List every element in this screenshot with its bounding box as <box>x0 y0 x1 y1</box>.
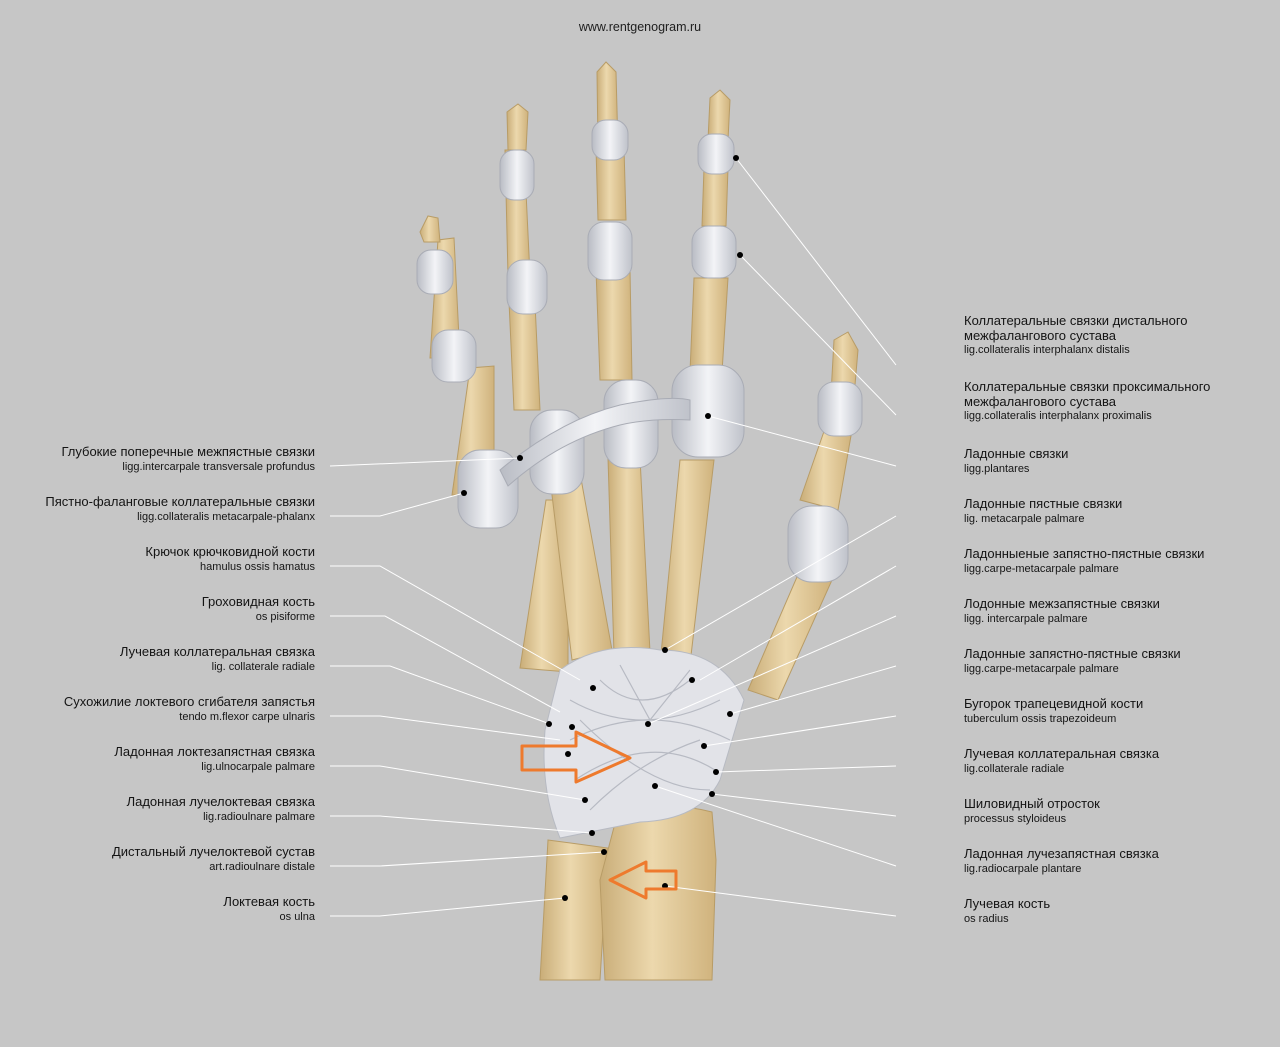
label-ru: Лучевая коллатеральная связка <box>119 644 315 659</box>
label-lat: hamulus ossis hamatus <box>200 560 315 573</box>
label-os-ulna: Локтевая кость os ulna <box>0 894 315 923</box>
label-lat: lig.collaterale radiale <box>964 762 1065 775</box>
label-ru: Ладонная лучелоктевая связка <box>126 794 315 809</box>
label-ru: Ладонная лучезапястная связка <box>964 846 1159 861</box>
label-lat: ligg.plantares <box>964 462 1030 475</box>
label-flexor-carpi-ulnaris-tendon: Сухожилие локтевого сгибателя запястья t… <box>0 694 315 723</box>
label-ru: Шиловидный отросток <box>964 796 1100 811</box>
label-palmar-ligaments: Ладонные связки ligg.plantares <box>964 446 1264 475</box>
label-lat: os radius <box>964 912 1009 925</box>
label-lat: ligg.intercarpale transversale profundus <box>122 460 315 473</box>
label-trapezoid-tubercle: Бугорок трапецевидной кости tuberculum o… <box>964 696 1264 725</box>
label-proximal-interphalangeal-collateral-ligaments: Коллатеральные связки проксимального меж… <box>964 379 1264 423</box>
ulna-bone <box>539 839 609 981</box>
label-ru: Глубокие поперечные межпястные связки <box>61 444 315 459</box>
label-lat: art.radioulnare distale <box>209 860 315 873</box>
left-pointing-arrow <box>608 860 678 900</box>
label-lat: lig.radioulnare palmare <box>203 810 315 823</box>
label-ru: Бугорок трапецевидной кости <box>964 696 1144 711</box>
label-palmar-radiocarpal-ligament: Ладонная лучезапястная связка lig.radioc… <box>964 846 1264 875</box>
label-ru: Ладонная локтезапястная связка <box>114 744 315 759</box>
label-lat: ligg.collateralis metacarpale-phalanx <box>137 510 315 523</box>
joint-ligaments <box>416 119 863 583</box>
label-lat: ligg.collateralis interphalanx proximali… <box>964 410 1152 423</box>
label-palmar-carpometacarpal-ligaments-1: Ладонныеные запястно-пястные связки ligg… <box>964 546 1264 575</box>
label-radial-collateral-ligament-right: Лучевая коллатеральная связка lig.collat… <box>964 746 1264 775</box>
forearm-bones <box>539 805 717 981</box>
label-lat: lig.collateralis interphalanx distalis <box>964 344 1130 357</box>
label-radial-collateral-ligament-left: Лучевая коллатеральная связка lig. colla… <box>0 644 315 673</box>
label-ru: Лучевая коллатеральная связка <box>964 746 1160 761</box>
carpal-region <box>543 647 745 839</box>
label-os-radius: Лучевая кость os radius <box>964 896 1264 925</box>
label-ru: Крючок крючковидной кости <box>145 544 315 559</box>
label-lat: lig.ulnocarpale palmare <box>201 760 315 773</box>
radius-bone <box>599 805 717 981</box>
marker-dots <box>461 155 743 901</box>
label-distal-radioulnar-joint: Дистальный лучелоктевой сустав art.radio… <box>0 844 315 873</box>
label-ru: Сухожилие локтевого сгибателя запястья <box>63 694 315 709</box>
label-ru: Коллатеральные связки проксимального меж… <box>964 379 1211 409</box>
label-ru: Гроховидная кость <box>201 594 315 609</box>
label-lat: lig. collaterale radiale <box>211 660 315 673</box>
label-lat: processus styloideus <box>964 812 1067 825</box>
label-palmar-intercarpal-ligaments: Лодонные межзапястные связки ligg. inter… <box>964 596 1264 625</box>
label-ru: Ладонные пястные связки <box>964 496 1123 511</box>
label-lat: ligg. intercarpale palmare <box>964 612 1088 625</box>
label-lat: lig. metacarpale palmare <box>964 512 1085 525</box>
site-url: www.rentgenogram.ru <box>578 20 702 34</box>
label-ru: Локтевая кость <box>223 894 315 909</box>
label-lat: lig.radiocarpale plantare <box>964 862 1082 875</box>
label-lat: tendo m.flexor carpe ulnaris <box>179 710 315 723</box>
right-pointing-arrow <box>520 730 632 784</box>
label-ru: Ладонныеные запястно-пястные связки <box>964 546 1205 561</box>
leader-lines <box>329 157 897 917</box>
carpal-ligament-fibers <box>569 664 731 811</box>
label-palmar-ulnocarpal-ligament: Ладонная локтезапястная связка lig.ulnoc… <box>0 744 315 773</box>
label-metacarpophalangeal-collateral-ligaments: Пястно-фаланговые коллатеральные связки … <box>0 494 315 523</box>
finger-bones <box>419 61 859 701</box>
label-ru: Лодонные межзапястные связки <box>964 596 1160 611</box>
label-ru: Дистальный лучелоктевой сустав <box>111 844 315 859</box>
label-ru: Ладонные запястно-пястные связки <box>964 646 1181 661</box>
label-lat: ligg.carpe-metacarpale palmare <box>964 562 1119 575</box>
label-os-pisiforme: Гроховидная кость os pisiforme <box>0 594 315 623</box>
label-palmar-metacarpal-ligaments: Ладонные пястные связки lig. metacarpale… <box>964 496 1264 525</box>
label-lat: tuberculum ossis trapezoideum <box>964 712 1117 725</box>
label-ru: Пястно-фаланговые коллатеральные связки <box>45 494 315 509</box>
label-ru: Коллатеральные связки дистального межфал… <box>964 313 1188 343</box>
label-palmar-carpometacarpal-ligaments-2: Ладонные запястно-пястные связки ligg.ca… <box>964 646 1264 675</box>
label-hamulus-ossis-hamatus: Крючок крючковидной кости hamulus ossis … <box>0 544 315 573</box>
label-ru: Лучевая кость <box>964 896 1051 911</box>
label-ru: Ладонные связки <box>964 446 1069 461</box>
label-styloid-process: Шиловидный отросток processus styloideus <box>964 796 1264 825</box>
label-deep-transverse-metacarpal-ligaments: Глубокие поперечные межпястные связки li… <box>0 444 315 473</box>
label-lat: ligg.carpe-metacarpale palmare <box>964 662 1119 675</box>
label-palmar-radioulnar-ligament: Ладонная лучелоктевая связка lig.radioul… <box>0 794 315 823</box>
label-distal-interphalangeal-collateral-ligaments: Коллатеральные связки дистального межфал… <box>964 313 1264 357</box>
label-lat: os pisiforme <box>255 610 315 623</box>
label-lat: os ulna <box>279 910 315 923</box>
